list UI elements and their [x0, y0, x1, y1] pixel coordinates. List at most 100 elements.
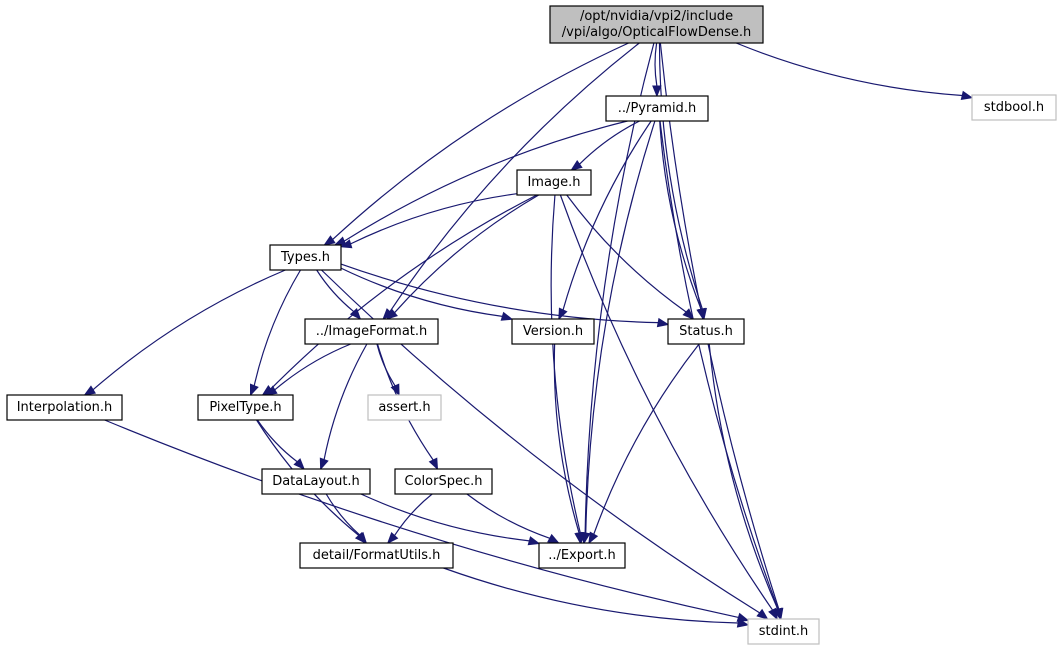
- arrowhead-status-to-stdint: [773, 607, 783, 621]
- node-formatutils-box: [299, 542, 454, 569]
- arrowhead-pyramid-to-status: [696, 307, 706, 321]
- edge-types-to-pixeltype: [253, 269, 302, 386]
- arrowhead-types-to-imageformat: [349, 308, 362, 321]
- edge-colorspec-to-formatutils: [394, 493, 433, 536]
- arrowhead-datalayout-to-export: [527, 536, 541, 546]
- node-colorspec-box: [394, 468, 493, 495]
- arrowhead-root-to-types: [323, 235, 336, 246]
- arrowhead-pyramid-to-image: [570, 160, 583, 171]
- edge-image-to-types: [350, 193, 518, 245]
- node-version[interactable]: Version.h: [511, 318, 595, 345]
- arrowhead-pixeltype-to-datalayout: [293, 458, 306, 470]
- node-stdint: stdint.h: [747, 618, 820, 645]
- arrowhead-root-to-pyramid: [652, 85, 662, 98]
- node-interpolation-box: [6, 394, 123, 421]
- arrowhead-imageformat-to-datalayout: [319, 457, 329, 471]
- node-pyramid-label: ../Pyramid.h: [618, 101, 696, 116]
- edge-image-to-status: [566, 194, 687, 313]
- node-interpolation[interactable]: Interpolation.h: [6, 394, 123, 421]
- edge-pyramid-to-export: [585, 120, 656, 534]
- node-assert-label: assert.h: [378, 400, 430, 415]
- edges-layer: [83, 42, 974, 628]
- node-image-box: [516, 169, 592, 196]
- edge-pyramid-to-version: [562, 120, 652, 311]
- node-imageformat[interactable]: ../ImageFormat.h: [304, 318, 439, 345]
- edge-types-to-interpolation: [92, 269, 286, 391]
- edge-root-to-pyramid: [654, 42, 658, 87]
- node-pixeltype-box: [197, 394, 294, 421]
- node-formatutils[interactable]: detail/FormatUtils.h: [299, 542, 454, 569]
- node-stdbool-box: [971, 94, 1057, 121]
- node-datalayout[interactable]: DataLayout.h: [261, 468, 371, 495]
- node-stdbool-label: stdbool.h: [984, 100, 1044, 115]
- node-root[interactable]: /opt/nvidia/vpi2/include/vpi/algo/Optica…: [549, 5, 764, 44]
- nodes-layer: /opt/nvidia/vpi2/include/vpi/algo/Optica…: [6, 5, 1057, 645]
- edge-imageformat-to-pixeltype: [274, 343, 352, 391]
- node-colorspec-label: ColorSpec.h: [405, 474, 483, 489]
- node-pyramid[interactable]: ../Pyramid.h: [605, 95, 709, 122]
- node-status-label: Status.h: [679, 324, 733, 339]
- edge-root-to-status: [658, 42, 703, 310]
- node-image[interactable]: Image.h: [516, 169, 592, 196]
- arrowhead-datalayout-to-formatutils: [355, 531, 368, 545]
- edge-image-to-imageformat: [394, 194, 539, 314]
- node-formatutils-label: detail/FormatUtils.h: [313, 548, 441, 563]
- node-root-box: [549, 5, 764, 44]
- edge-formatutils-to-stdint: [443, 567, 739, 624]
- node-export-box: [538, 542, 626, 569]
- edge-status-to-export: [593, 343, 700, 535]
- edge-imageformat-to-datalayout: [323, 343, 368, 460]
- arrowhead-types-to-pixeltype: [250, 383, 259, 397]
- node-datalayout-label: DataLayout.h: [272, 474, 360, 489]
- arrowhead-image-to-status: [682, 308, 695, 320]
- edge-image-to-export: [550, 194, 581, 534]
- node-version-label: Version.h: [523, 324, 583, 339]
- arrowhead-colorspec-to-formatutils: [386, 532, 399, 544]
- node-imageformat-label: ../ImageFormat.h: [316, 324, 428, 339]
- arrowhead-status-to-export: [588, 531, 599, 545]
- edge-pyramid-to-image: [579, 120, 640, 165]
- edge-pyramid-to-types: [343, 120, 628, 242]
- node-types-label: Types.h: [280, 250, 330, 265]
- edge-pyramid-to-stdint: [659, 120, 779, 610]
- arrowhead-formatutils-to-stdint: [736, 618, 750, 628]
- arrowhead-types-to-status: [656, 317, 670, 328]
- node-image-label: Image.h: [527, 175, 580, 190]
- edge-interpolation-to-stdint: [104, 419, 739, 619]
- arrowhead-colorspec-to-export: [547, 533, 560, 544]
- arrowhead-image-to-types: [339, 239, 353, 249]
- node-stdint-label: stdint.h: [759, 624, 808, 639]
- node-export-label: ../Export.h: [548, 548, 616, 563]
- node-imageformat-box: [304, 318, 439, 345]
- edge-types-to-status: [340, 263, 659, 324]
- node-version-box: [511, 318, 595, 345]
- node-export[interactable]: ../Export.h: [538, 542, 626, 569]
- node-colorspec[interactable]: ColorSpec.h: [394, 468, 493, 495]
- edge-version-to-export: [553, 343, 580, 534]
- node-types[interactable]: Types.h: [269, 244, 342, 271]
- node-stdint-box: [747, 618, 820, 645]
- arrowhead-types-to-stdint: [756, 608, 769, 620]
- edge-datalayout-to-formatutils: [325, 493, 361, 536]
- node-pixeltype[interactable]: PixelType.h: [197, 394, 294, 421]
- node-types-box: [269, 244, 342, 271]
- node-assert-box: [367, 394, 442, 421]
- node-root-label: /opt/nvidia/vpi2/include: [580, 9, 733, 24]
- edge-status-to-stdint: [708, 343, 779, 610]
- node-interpolation-label: Interpolation.h: [17, 400, 113, 415]
- edge-root-to-stdbool: [735, 42, 963, 97]
- edge-pyramid-to-status: [659, 120, 702, 310]
- node-pixeltype-label: PixelType.h: [209, 400, 281, 415]
- node-status[interactable]: Status.h: [667, 318, 745, 345]
- edge-pixeltype-to-datalayout: [256, 419, 298, 463]
- edge-root-to-imageformat: [389, 42, 640, 313]
- arrowhead-imageformat-to-colorspec: [428, 457, 439, 471]
- edge-root-to-types: [332, 42, 629, 240]
- node-assert: assert.h: [367, 394, 442, 421]
- arrowhead-types-to-version: [500, 311, 514, 321]
- node-root-label: /vpi/algo/OpticalFlowDense.h: [562, 25, 751, 40]
- node-status-box: [667, 318, 745, 345]
- arrowhead-pyramid-to-version: [558, 307, 568, 321]
- arrowhead-imageformat-to-pixeltype: [265, 385, 278, 396]
